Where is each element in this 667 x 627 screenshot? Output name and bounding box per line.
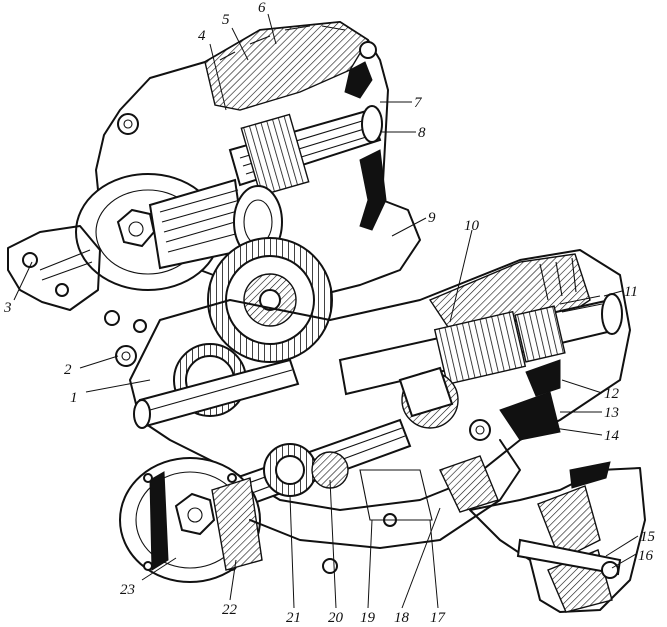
right-mount bbox=[469, 461, 646, 613]
intermediate-gear bbox=[207, 237, 333, 363]
label-21: 21 bbox=[286, 610, 301, 626]
label-14: 14 bbox=[604, 428, 620, 444]
label-8: 8 bbox=[418, 125, 426, 141]
label-5: 5 bbox=[222, 12, 230, 28]
label-4: 4 bbox=[198, 28, 206, 44]
label-13: 13 bbox=[604, 405, 619, 421]
label-1: 1 bbox=[70, 390, 78, 406]
label-9: 9 bbox=[428, 210, 436, 226]
upper-shaft bbox=[228, 105, 383, 197]
label-12: 12 bbox=[604, 386, 620, 402]
callout-labels: 1 2 3 4 5 6 7 8 9 10 11 12 13 14 15 16 1… bbox=[3, 0, 656, 626]
label-10: 10 bbox=[464, 218, 480, 234]
label-15: 15 bbox=[640, 529, 656, 545]
upper-flange bbox=[75, 173, 283, 291]
label-2: 2 bbox=[64, 362, 72, 378]
label-6: 6 bbox=[258, 0, 266, 16]
upper-housing bbox=[95, 21, 421, 301]
differential-assembly bbox=[398, 359, 561, 441]
label-11: 11 bbox=[624, 284, 638, 300]
lower-shaft bbox=[228, 418, 412, 510]
lower-flange bbox=[119, 457, 263, 583]
input-shaft bbox=[133, 343, 300, 429]
label-3: 3 bbox=[3, 300, 12, 316]
leader-lines bbox=[13, 13, 639, 609]
label-16: 16 bbox=[638, 548, 654, 564]
main-shaft bbox=[338, 293, 623, 396]
label-19: 19 bbox=[360, 610, 376, 626]
label-20: 20 bbox=[328, 610, 344, 626]
label-7: 7 bbox=[414, 95, 423, 111]
label-23: 23 bbox=[120, 582, 135, 598]
label-17: 17 bbox=[430, 610, 447, 626]
label-22: 22 bbox=[222, 602, 238, 618]
left-mount-bracket bbox=[7, 225, 101, 311]
left-cover-bolts bbox=[104, 310, 147, 367]
label-18: 18 bbox=[394, 610, 410, 626]
